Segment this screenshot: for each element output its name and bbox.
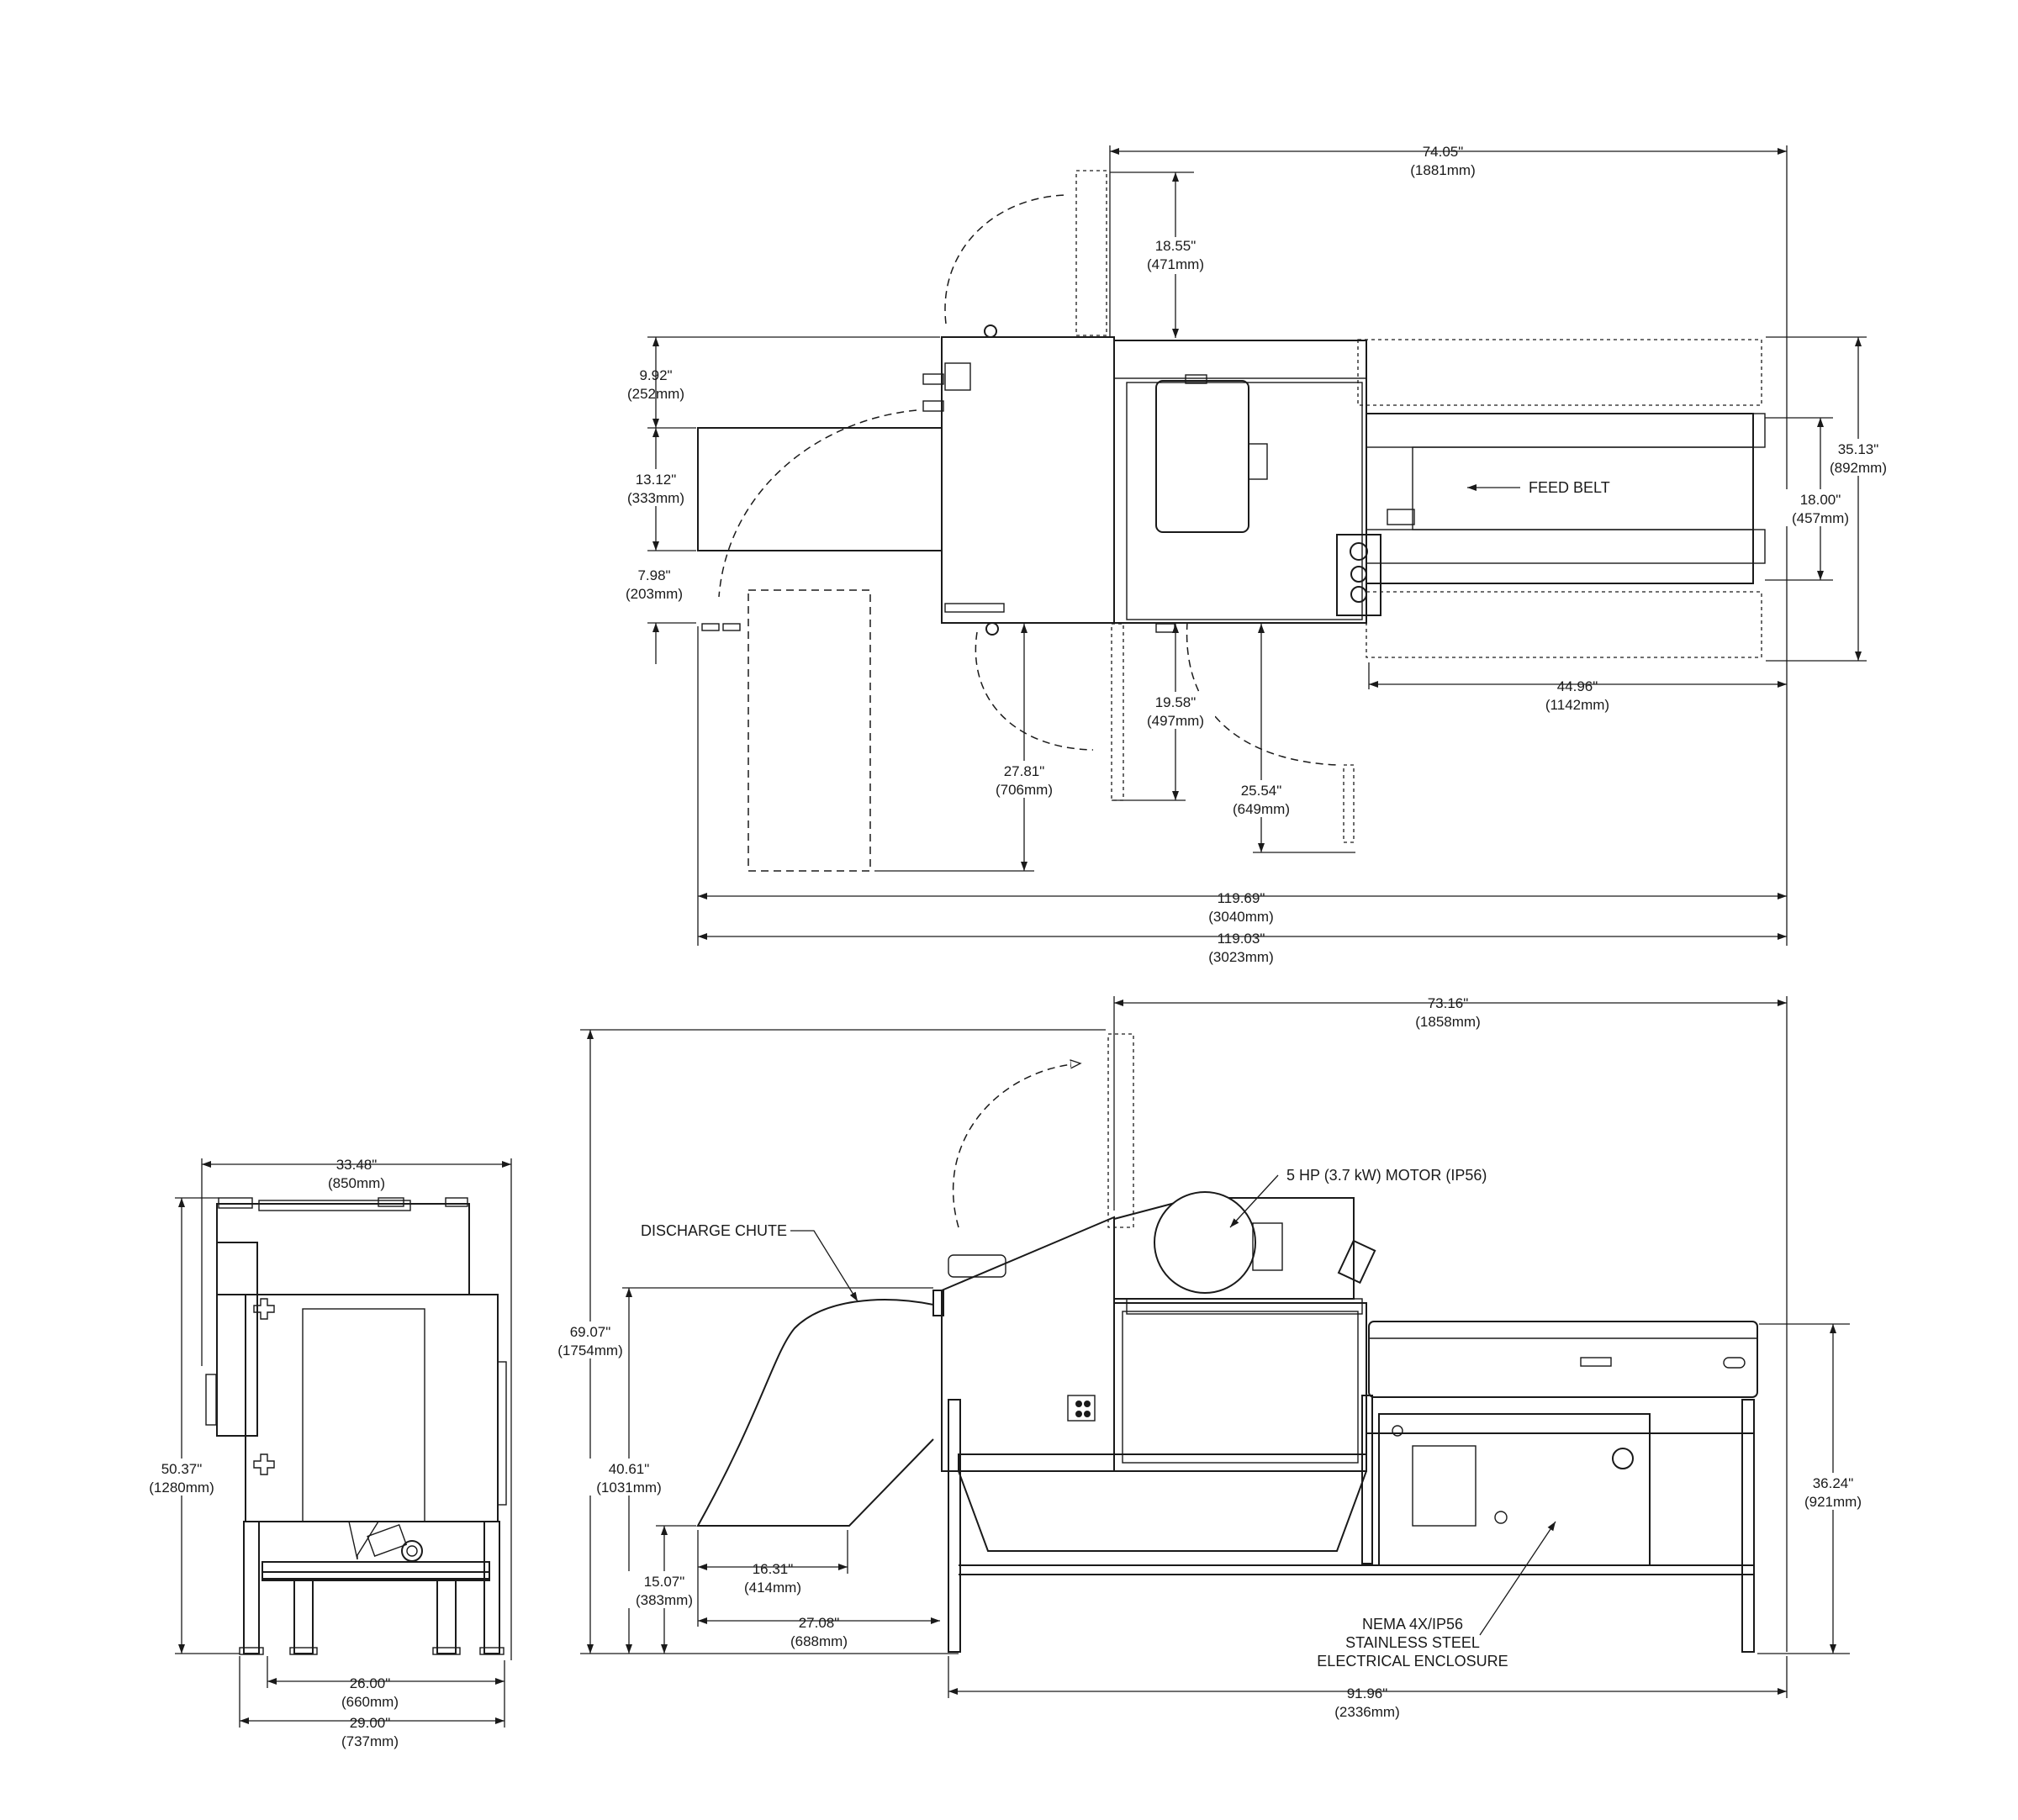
dim-door-swing-front-c: 25.54" [1241,783,1282,799]
dim-overall-depth-mm: (892mm) [1830,460,1887,476]
dim-door-swing-front-c-mm: (649mm) [1233,801,1290,817]
dim-chute-length-mm: (414mm) [744,1580,801,1596]
end-upper-housing [216,1203,470,1295]
dim-side-width-top: 73.16" [1428,995,1469,1011]
side-discharge-chute [696,1299,934,1527]
dim-conveyor-length-mm: (1142mm) [1545,697,1609,713]
dim-overall-length-open: 119.69" [1218,890,1265,906]
end-leg-right [483,1521,500,1654]
top-door-swing-arc [944,194,1067,324]
top-view-dimensions: 74.05" (1881mm) 18.55" (471mm) 9.92" (25… [618,144,1898,965]
top-discharge-chute [697,427,943,551]
dim-chute-exit-height-mm: (383mm) [636,1592,693,1608]
dim-chute-reach-mm: (688mm) [790,1633,848,1649]
dim-side-width-top-mm: (1858mm) [1415,1014,1480,1030]
dim-overall-width-top-mm: (1881mm) [1410,162,1475,178]
dim-conveyor-length: 44.96" [1557,678,1598,694]
side-electrical-enclosure [1378,1413,1651,1566]
enclosure-label-line-3: ELECTRICAL ENCLOSURE [1317,1653,1508,1670]
dim-base-length: 91.96" [1347,1685,1388,1701]
dim-end-overall-width-mm: (850mm) [328,1175,385,1191]
dim-overall-height: 69.07" [570,1324,611,1340]
dim-belt-width-mm: (457mm) [1792,510,1849,526]
dim-chute-exit-height: 15.07" [644,1574,685,1590]
end-door-panel [302,1308,425,1522]
dim-chute-bottom-offset: 7.98" [637,567,670,583]
dim-overall-height-mm: (1754mm) [557,1343,622,1358]
dim-leg-span-outer-mm: (737mm) [341,1733,399,1749]
top-feed-conveyor [1366,413,1754,584]
dim-leg-span-inner: 26.00" [350,1675,391,1691]
dim-end-overall-height-mm: (1280mm) [149,1480,214,1496]
dim-end-overall-height: 50.37" [161,1461,203,1477]
motor-label: 5 HP (3.7 kW) MOTOR (IP56) [1286,1167,1487,1184]
end-view-dimensions: 33.48" (850mm) 50.37" (1280mm) 26.00" (6… [143,1157,512,1749]
dim-end-overall-width: 33.48" [336,1157,378,1173]
dim-door-swing-top-mm: (471mm) [1147,256,1204,272]
dim-chute-offset: 9.92" [639,367,672,383]
dim-chute-top-height-mm: (1031mm) [596,1480,661,1496]
top-chute-swing-outline [748,589,871,872]
discharge-chute-label: DISCHARGE CHUTE [641,1222,787,1239]
dim-belt-height: 36.24" [1813,1475,1854,1491]
side-motor [1154,1191,1256,1294]
dim-chute-width-mm: (333mm) [627,490,684,506]
end-lower-housing [245,1294,499,1522]
top-main-frame [941,336,1115,624]
top-control-panel [1336,534,1381,616]
dim-chute-bottom-offset-mm: (203mm) [626,586,683,602]
dim-overall-length-mm: (3023mm) [1208,949,1273,965]
dim-belt-height-mm: (921mm) [1804,1494,1862,1510]
dim-door-swing-front-a: 19.58" [1155,694,1197,710]
dim-door-swing-top: 18.55" [1155,238,1197,254]
dim-chute-width: 13.12" [636,472,677,488]
top-motor [1155,380,1249,533]
dim-chute-reach: 27.08" [799,1615,840,1631]
dim-door-swing-front-b-mm: (706mm) [996,782,1053,798]
dim-door-swing-front-a-mm: (497mm) [1147,713,1204,729]
side-leg-right [1741,1399,1755,1653]
side-leg-left [948,1399,961,1653]
dim-leg-span-inner-mm: (660mm) [341,1694,399,1710]
top-view: FEED BELT [697,170,1766,872]
dim-overall-depth: 35.13" [1838,441,1879,457]
dim-overall-length: 119.03" [1218,931,1265,947]
top-conveyor-guard-outline [1357,339,1762,406]
enclosure-label-line-2: STAINLESS STEEL [1345,1634,1480,1651]
feed-belt-label: FEED BELT [1529,479,1610,496]
dim-overall-length-open-mm: (3040mm) [1208,909,1273,925]
dim-door-swing-front-b: 27.81" [1004,763,1045,779]
side-view-dimensions: 73.16" (1858mm) 5 HP (3.7 kW) MOTOR (IP5… [551,995,1872,1720]
side-door-swing-arc [952,1063,1080,1228]
dim-chute-top-height: 40.61" [609,1461,650,1477]
end-view [205,1197,507,1655]
dim-chute-length: 16.31" [753,1561,794,1577]
side-feed-conveyor [1368,1321,1758,1398]
dim-belt-width: 18.00" [1800,492,1841,508]
dim-overall-width-top: 74.05" [1423,144,1464,160]
end-leg-left [243,1521,260,1654]
enclosure-label-line-1: NEMA 4X/IP56 [1362,1616,1463,1633]
dim-leg-span-outer: 29.00" [350,1715,391,1731]
dim-base-length-mm: (2336mm) [1334,1704,1399,1720]
end-stand-beam [261,1561,490,1580]
side-lower-tray [958,1453,1367,1552]
dim-chute-offset-mm: (252mm) [627,386,684,402]
side-view [696,1033,1758,1653]
